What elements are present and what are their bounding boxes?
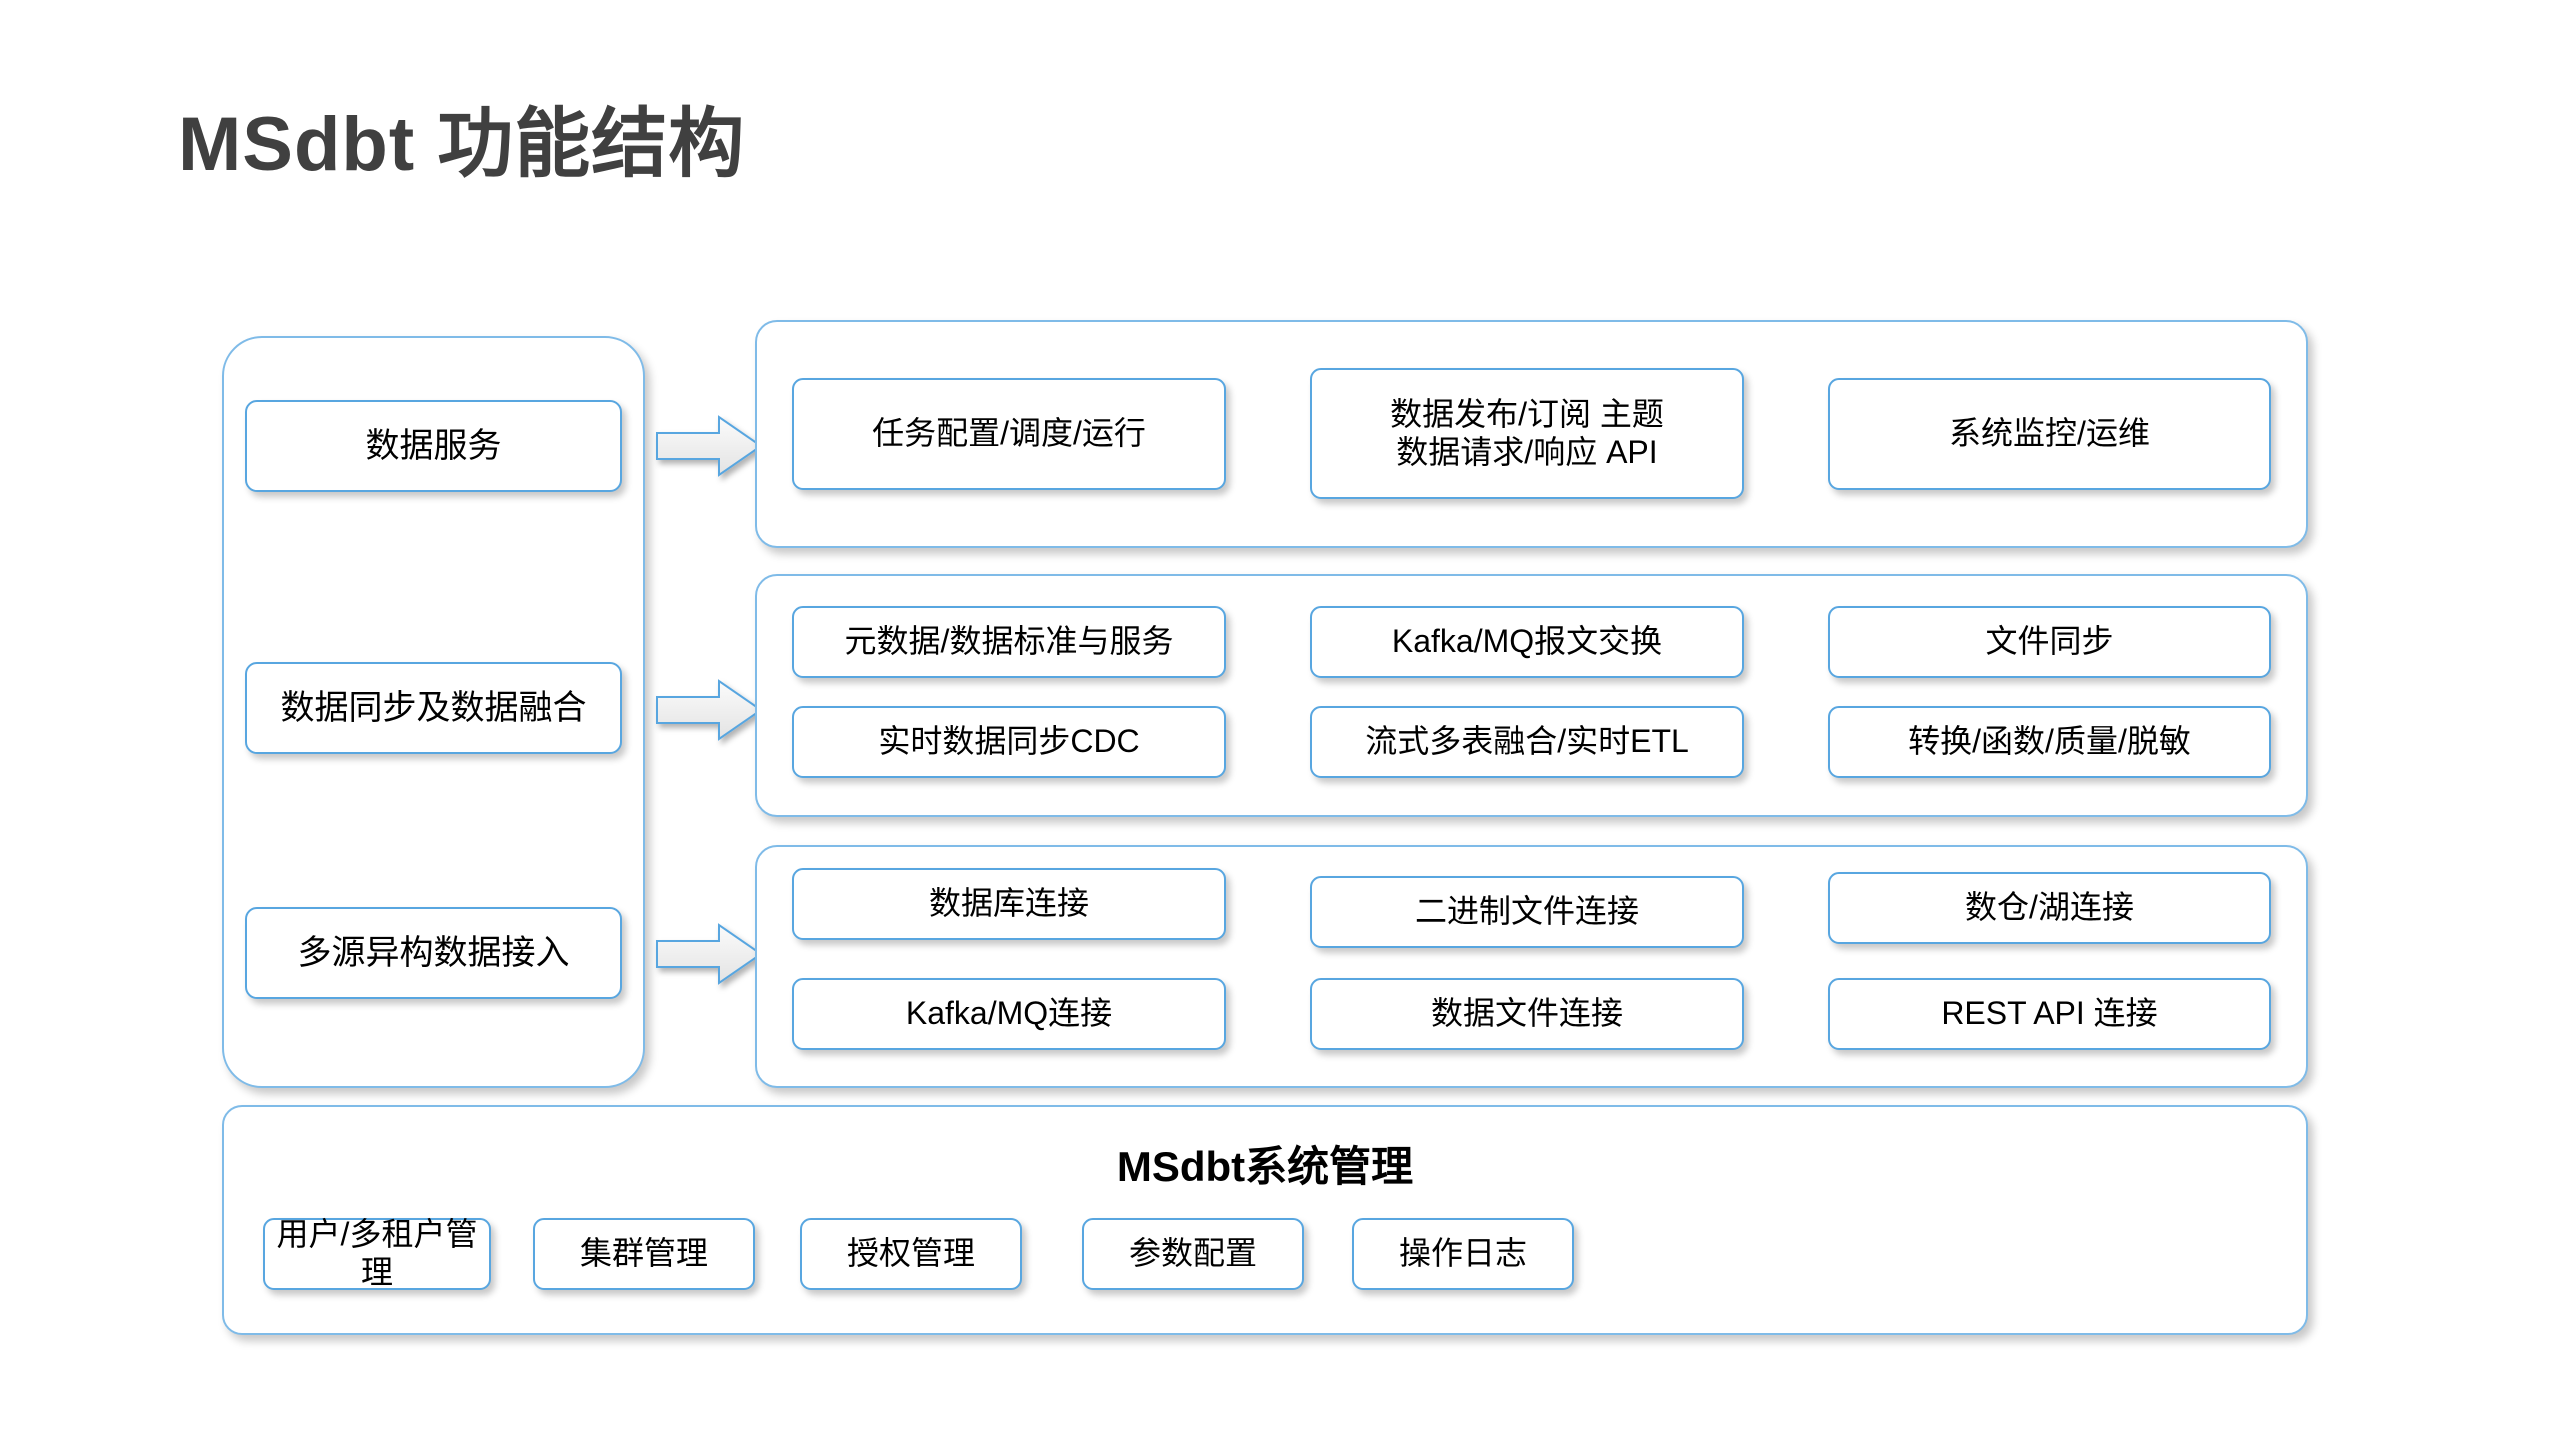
admin-cell-cluster-management[interactable]: 集群管理 — [533, 1218, 755, 1290]
cell-binary-file-connection[interactable]: 二进制文件连接 — [1310, 876, 1744, 948]
admin-cell-authorization-management[interactable]: 授权管理 — [800, 1218, 1022, 1290]
cell-kafka-mq-message-exchange[interactable]: Kafka/MQ报文交换 — [1310, 606, 1744, 678]
cell-streaming-multitable-fusion-etl[interactable]: 流式多表融合/实时ETL — [1310, 706, 1744, 778]
cell-data-pubsub-line2: 数据请求/响应 API — [1396, 433, 1658, 470]
cell-data-file-connection[interactable]: 数据文件连接 — [1310, 978, 1744, 1050]
cell-metadata-standards-services[interactable]: 元数据/数据标准与服务 — [792, 606, 1226, 678]
arrow-to-services-icon — [655, 415, 763, 477]
left-item-data-services[interactable]: 数据服务 — [245, 400, 622, 492]
cell-data-pubsub-line1: 数据发布/订阅 主题 — [1390, 395, 1664, 432]
cell-file-sync[interactable]: 文件同步 — [1828, 606, 2271, 678]
admin-cell-user-tenant-management[interactable]: 用户/多租户管理 — [263, 1216, 491, 1290]
cell-realtime-data-sync-cdc[interactable]: 实时数据同步CDC — [792, 706, 1226, 778]
cell-database-connection[interactable]: 数据库连接 — [792, 868, 1226, 940]
cell-rest-api-connection[interactable]: REST API 连接 — [1828, 978, 2271, 1050]
arrow-to-access-icon — [655, 923, 763, 985]
admin-cell-operation-log[interactable]: 操作日志 — [1352, 1218, 1574, 1290]
cell-warehouse-lake-connection[interactable]: 数仓/湖连接 — [1828, 872, 2271, 944]
admin-cell-parameter-config[interactable]: 参数配置 — [1082, 1218, 1304, 1290]
left-item-multi-source-access[interactable]: 多源异构数据接入 — [245, 907, 622, 999]
cell-data-pubsub-api[interactable]: 数据发布/订阅 主题 数据请求/响应 API — [1310, 368, 1744, 499]
arrow-to-sync-icon — [655, 679, 763, 741]
system-management-title: MSdbt系统管理 — [1116, 1143, 1414, 1190]
cell-system-monitoring-ops[interactable]: 系统监控/运维 — [1828, 378, 2271, 490]
page-title: MSdbt 功能结构 — [178, 102, 746, 187]
left-item-data-sync-fusion[interactable]: 数据同步及数据融合 — [245, 662, 622, 754]
cell-task-config-schedule-run[interactable]: 任务配置/调度/运行 — [792, 378, 1226, 490]
cell-transform-function-quality-masking[interactable]: 转换/函数/质量/脱敏 — [1828, 706, 2271, 778]
cell-kafka-mq-connection[interactable]: Kafka/MQ连接 — [792, 978, 1226, 1050]
